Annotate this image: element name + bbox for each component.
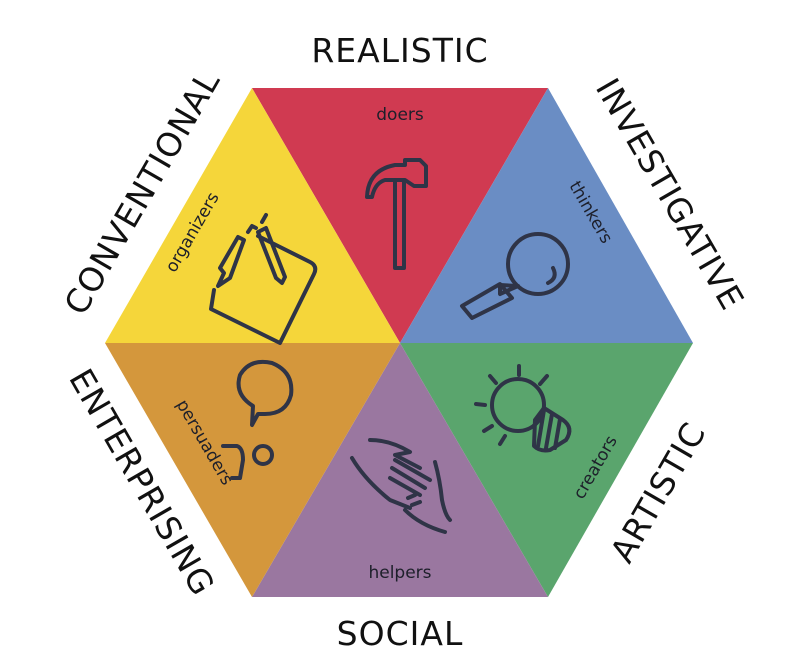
hammer-icon <box>365 158 428 270</box>
role-doers: doers <box>376 105 424 125</box>
hexagon <box>105 88 693 597</box>
clipboard-pencil-icon <box>209 213 318 345</box>
label-realistic: REALISTIC <box>311 31 488 70</box>
speech-person-icon <box>221 359 294 480</box>
label-social: SOCIAL <box>337 614 464 653</box>
realistic-segment <box>252 88 548 343</box>
enterprising-segment <box>105 343 400 597</box>
artistic-segment <box>400 343 693 597</box>
helping-hands-icon <box>350 438 452 534</box>
role-helpers: helpers <box>368 563 431 583</box>
lightbulb-icon <box>474 364 572 453</box>
investigative-segment <box>400 88 693 343</box>
magnifying-glass-icon <box>460 232 570 320</box>
conventional-segment <box>105 88 400 343</box>
social-segment <box>252 343 548 597</box>
